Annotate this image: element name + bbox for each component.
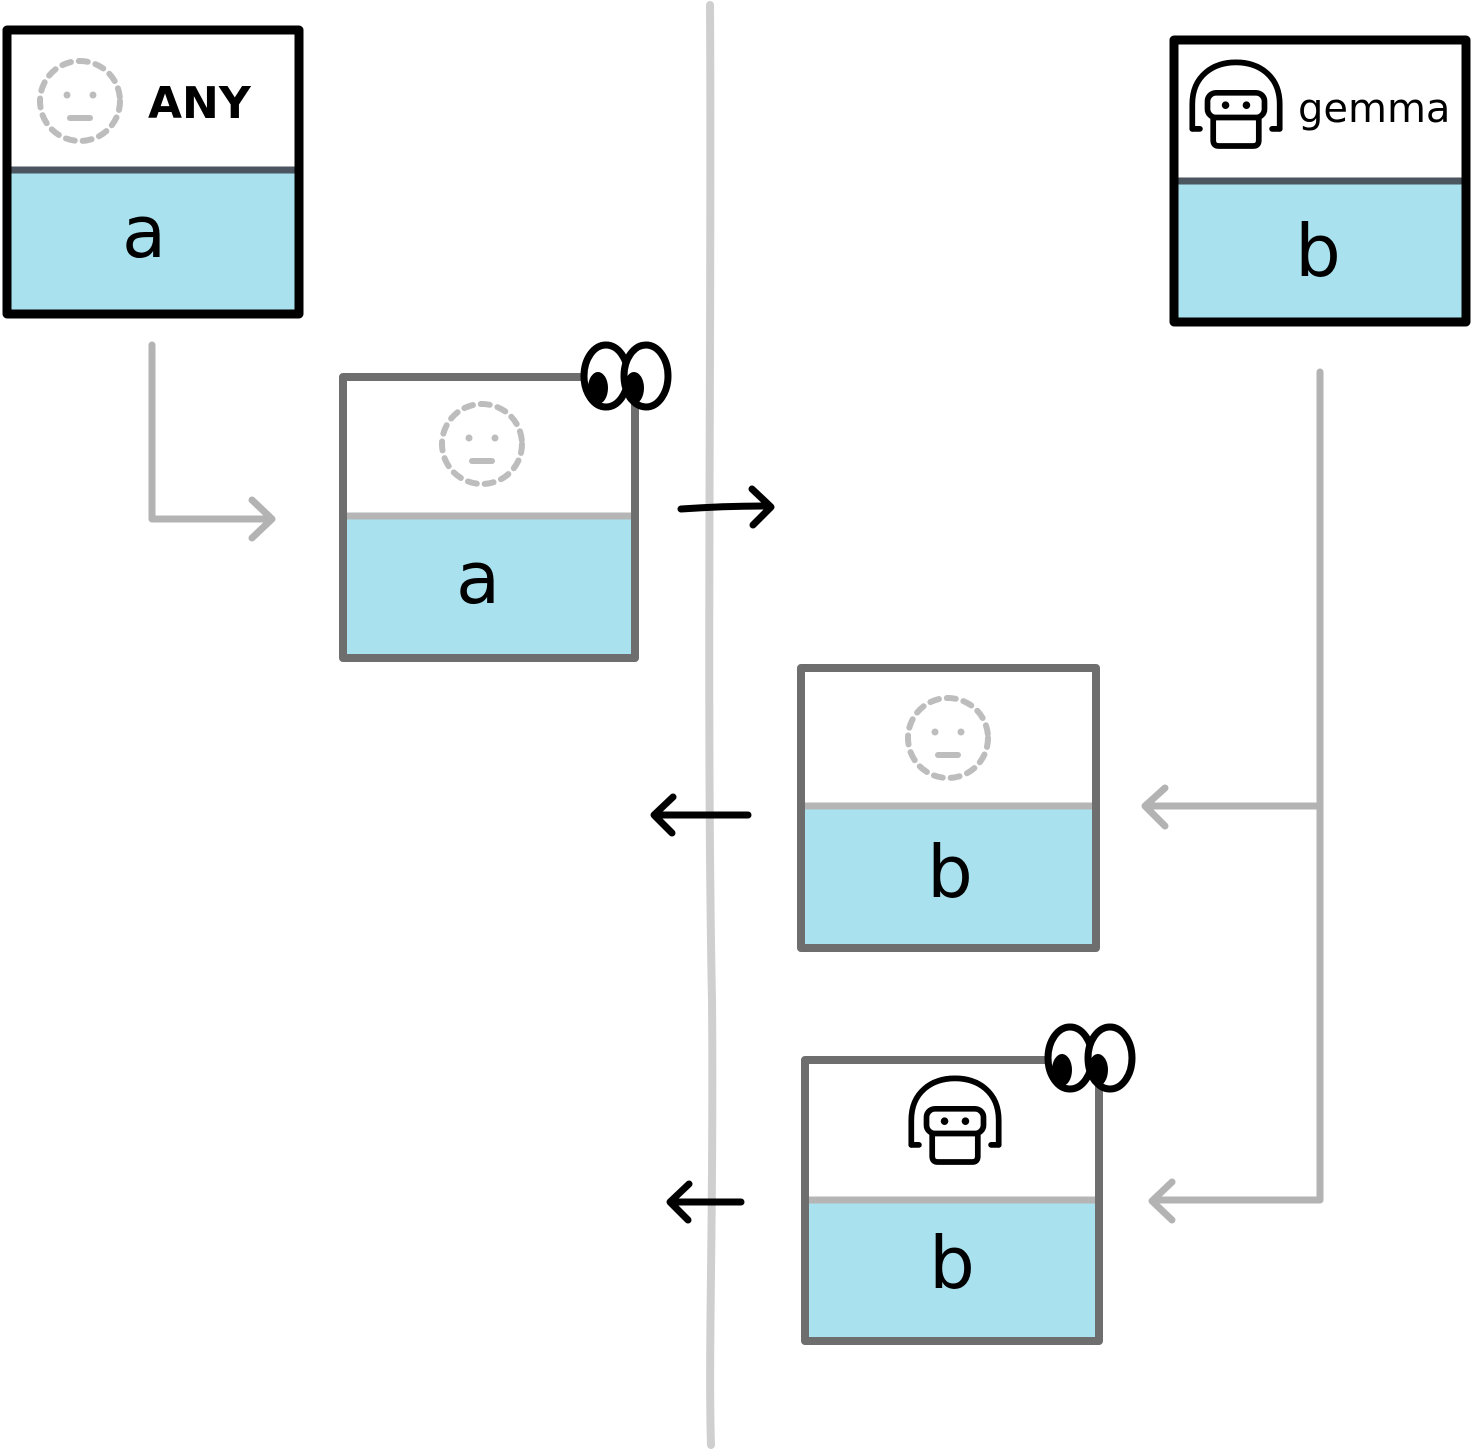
anonymous-user-icon [442, 404, 522, 484]
reply-anonymous-box: b [797, 664, 1100, 952]
arrow-outgoing [677, 485, 775, 529]
connector-sender-to-message [148, 341, 276, 542]
arrow-reply-gemma [666, 1180, 745, 1224]
reply-gemma-value: b [929, 1221, 975, 1305]
receiver-box: gemma b [1169, 35, 1471, 327]
sender-label: ANY [148, 78, 252, 129]
anonymous-user-icon [40, 61, 120, 141]
center-divider [705, 1, 717, 1449]
eyes-icon [584, 345, 668, 407]
outgoing-message-box: a [339, 345, 668, 662]
receiver-value: b [1295, 209, 1341, 293]
sender-value: a [122, 190, 166, 274]
eyes-icon [1048, 1027, 1132, 1089]
anonymous-user-icon [908, 698, 988, 778]
connector-receiver-to-replies [1141, 368, 1324, 1224]
outgoing-value: a [456, 536, 500, 620]
sender-box: ANY a [2, 25, 304, 319]
reply-anonymous-value: b [927, 830, 973, 914]
robot-avatar-icon [911, 1078, 998, 1162]
robot-avatar-icon [1192, 62, 1279, 146]
reply-gemma-box: b [801, 1027, 1132, 1345]
receiver-label: gemma [1298, 86, 1450, 132]
arrow-reply-anonymous [650, 793, 752, 837]
